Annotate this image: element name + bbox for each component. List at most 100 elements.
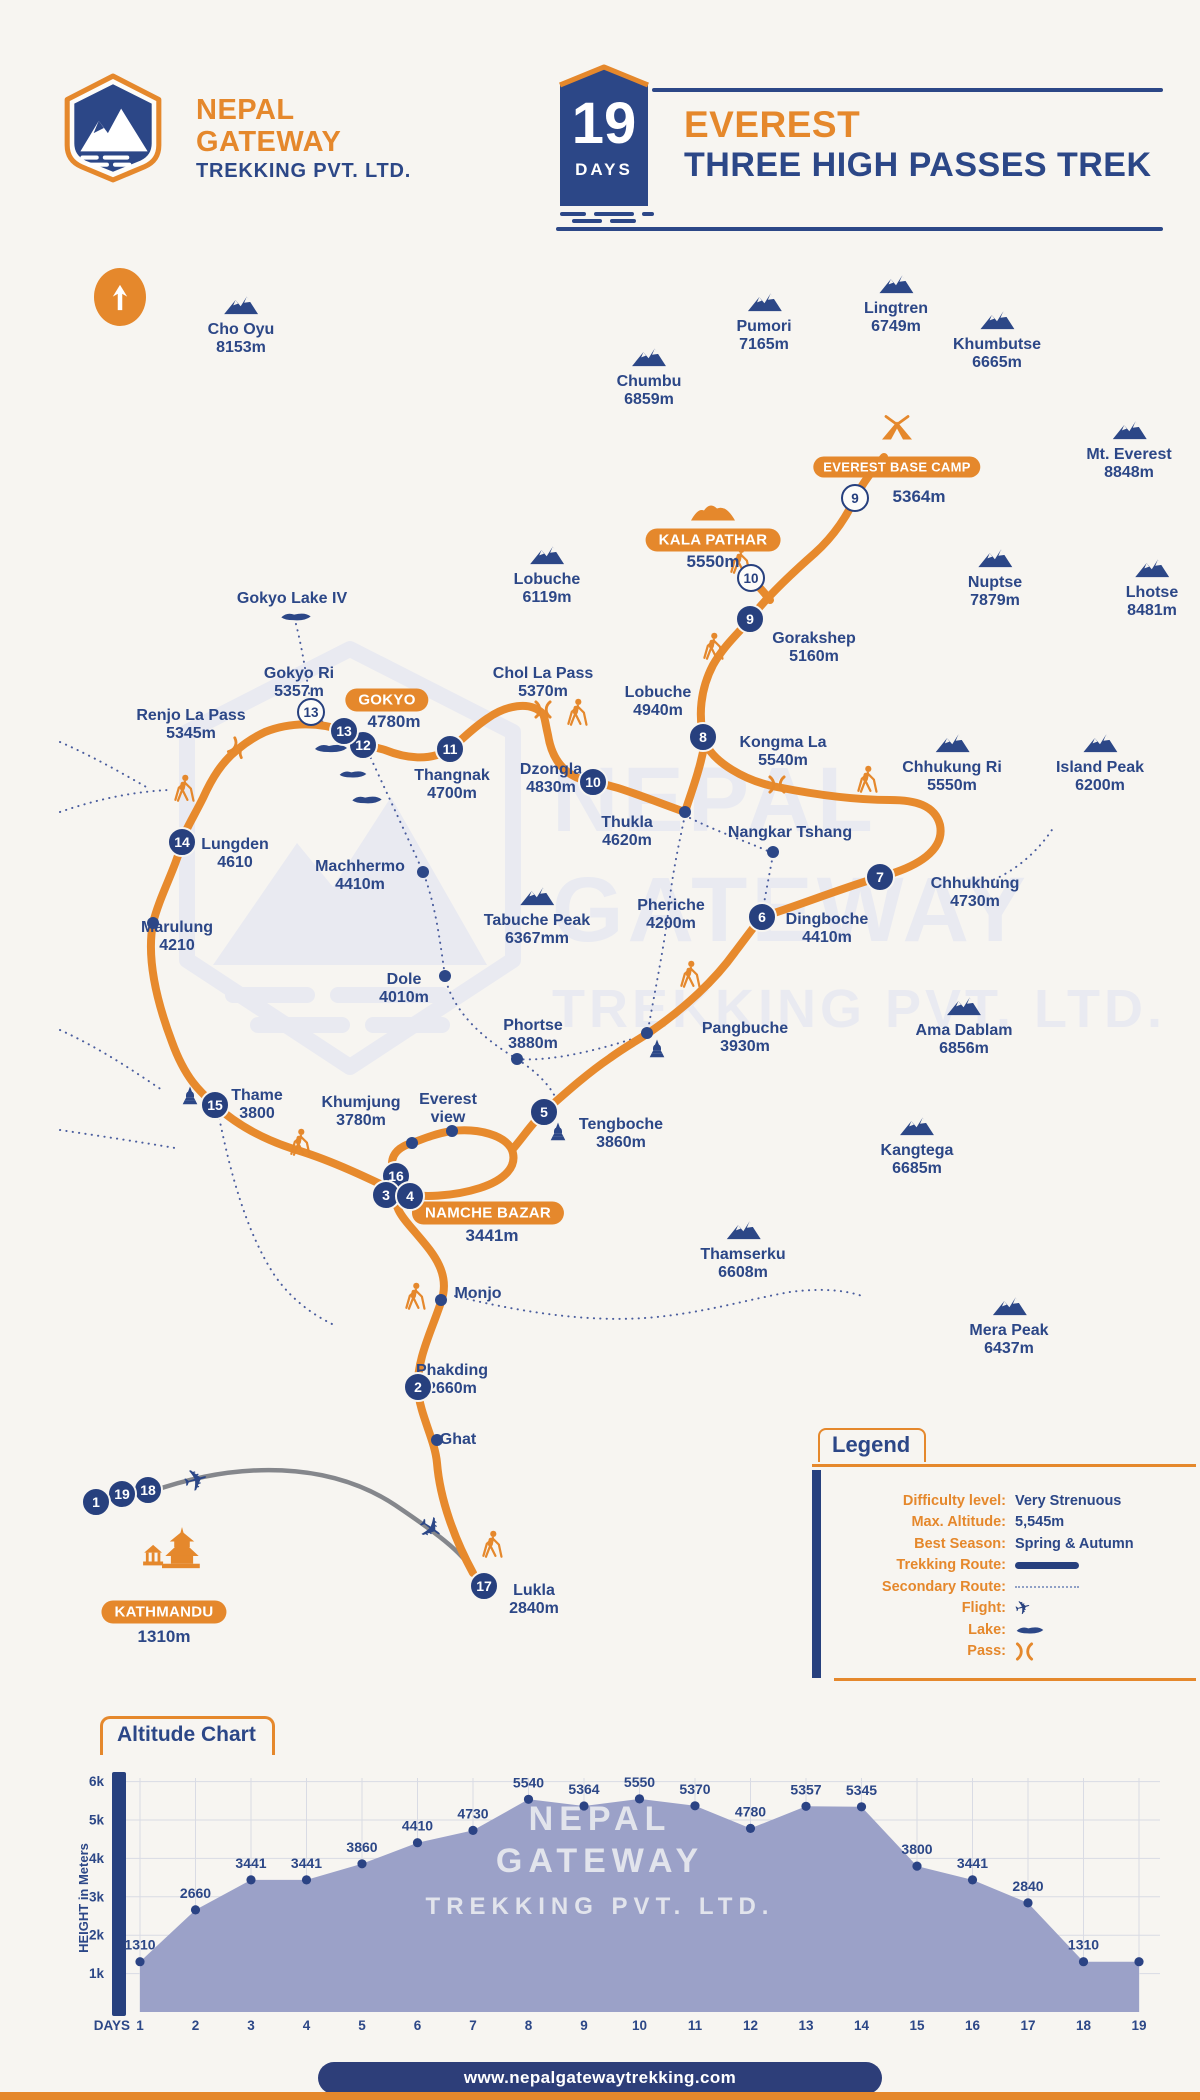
peak-altitude: 6665m: [972, 354, 1022, 371]
trekker-icon: [171, 774, 197, 810]
place-name: Lukla: [513, 1582, 555, 1599]
place-name: Pheriche: [637, 897, 705, 914]
stupa-icon: [550, 1122, 567, 1148]
place-altitude: 4210: [159, 937, 195, 954]
place-dot: [679, 806, 691, 818]
place-name: Gorakshep: [772, 630, 856, 647]
peak-name: Cho Oyu: [207, 321, 275, 338]
peak-altitude: 7879m: [970, 592, 1020, 609]
place-name: Lungden: [201, 836, 269, 853]
trekker-icon: [402, 1282, 428, 1318]
lake-icon: [348, 792, 386, 810]
place-altitude: 2660m: [427, 1380, 477, 1397]
place-name: Lobuche: [624, 684, 692, 701]
trekker-icon: [479, 1530, 505, 1566]
pass-icon: [223, 735, 250, 765]
svg-text:7: 7: [469, 2018, 477, 2033]
place-name: Everest view: [419, 1091, 477, 1126]
svg-text:5540: 5540: [513, 1774, 544, 1790]
map-badge: EVEREST BASE CAMP: [813, 456, 981, 478]
footer-link[interactable]: www.nepalgatewaytrekking.com: [318, 2062, 882, 2094]
day-marker-5: 5: [529, 1097, 559, 1127]
days-label: DAYS: [575, 160, 633, 179]
legend-row-label: Trekking Route:: [896, 1557, 1006, 1574]
svg-text:1k: 1k: [89, 1966, 105, 1981]
badge-altitude: 3441m: [465, 1226, 519, 1245]
peak-name: Chhukung Ri: [902, 759, 1002, 776]
place-name: Khumjung: [321, 1094, 401, 1111]
place-altitude: 5357m: [274, 683, 324, 700]
day-marker-18: 18: [133, 1475, 163, 1505]
map-badge: KATHMANDU: [101, 1600, 227, 1624]
legend-title: Legend: [818, 1428, 927, 1462]
svg-text:8: 8: [525, 2018, 533, 2033]
trekker-icon: [700, 632, 726, 668]
place-label: Monjo: [454, 1285, 501, 1303]
place-name: Kongma La: [739, 734, 827, 751]
peak-name: Ama Dablam: [915, 1022, 1013, 1039]
svg-text:3441: 3441: [957, 1855, 988, 1871]
legend-row: Flight:✈: [834, 1596, 1184, 1620]
peak-name: Kangtega: [880, 1142, 954, 1159]
peak-altitude: 6749m: [871, 318, 921, 335]
header-rule-top: [652, 88, 1163, 92]
legend-side-bar: [812, 1470, 821, 1678]
svg-text:14: 14: [854, 2018, 870, 2033]
day-marker-10: 10: [737, 564, 765, 592]
place-altitude: 5540m: [758, 752, 808, 769]
place-altitude: 5345m: [166, 725, 216, 742]
peak-name: Mera Peak: [969, 1322, 1049, 1339]
place-name: Thangnak: [414, 767, 490, 784]
days-number: 19: [571, 91, 637, 156]
place-altitude: 4610: [217, 854, 253, 871]
place-dot: [435, 1294, 447, 1306]
place-altitude: 4830m: [526, 779, 576, 796]
place-name: Chhukhung: [930, 875, 1020, 892]
place-name: Monjo: [454, 1285, 502, 1302]
svg-text:6: 6: [414, 2018, 422, 2033]
legend-row-label: Best Season:: [914, 1535, 1006, 1552]
svg-text:15: 15: [909, 2018, 925, 2033]
place-altitude: 4010m: [379, 989, 429, 1006]
svg-text:3: 3: [247, 2018, 255, 2033]
svg-text:5: 5: [358, 2018, 366, 2033]
altitude-chart-title: Altitude Chart: [100, 1716, 275, 1755]
legend-symbol-pass: [1015, 1642, 1034, 1661]
legend-row-label: Secondary Route:: [881, 1578, 1006, 1595]
svg-text:9: 9: [580, 2018, 588, 2033]
svg-text:3800: 3800: [901, 1841, 932, 1857]
svg-text:4410: 4410: [402, 1818, 433, 1834]
place-name: Ghat: [439, 1431, 477, 1448]
svg-text:3k: 3k: [89, 1889, 105, 1904]
day-marker-4: 4: [395, 1181, 425, 1211]
water-dash: [610, 219, 636, 223]
place-altitude: 4940m: [633, 702, 683, 719]
legend-row-label: Difficulty level:: [902, 1492, 1006, 1509]
place-name: Marulung: [141, 919, 213, 936]
legend-symbol-route: [1015, 1561, 1079, 1569]
water-dash: [572, 219, 602, 223]
legend-rule-top: [812, 1464, 1196, 1467]
peak-altitude: 8153m: [216, 339, 266, 356]
peak-name: Lhotse: [1125, 584, 1179, 601]
day-marker-9: 9: [735, 604, 765, 634]
svg-text:GATEWAY: GATEWAY: [496, 1842, 704, 1880]
place-name: Thukla: [601, 814, 653, 831]
trekker-icon: [564, 698, 590, 734]
svg-text:19: 19: [1131, 2018, 1146, 2033]
